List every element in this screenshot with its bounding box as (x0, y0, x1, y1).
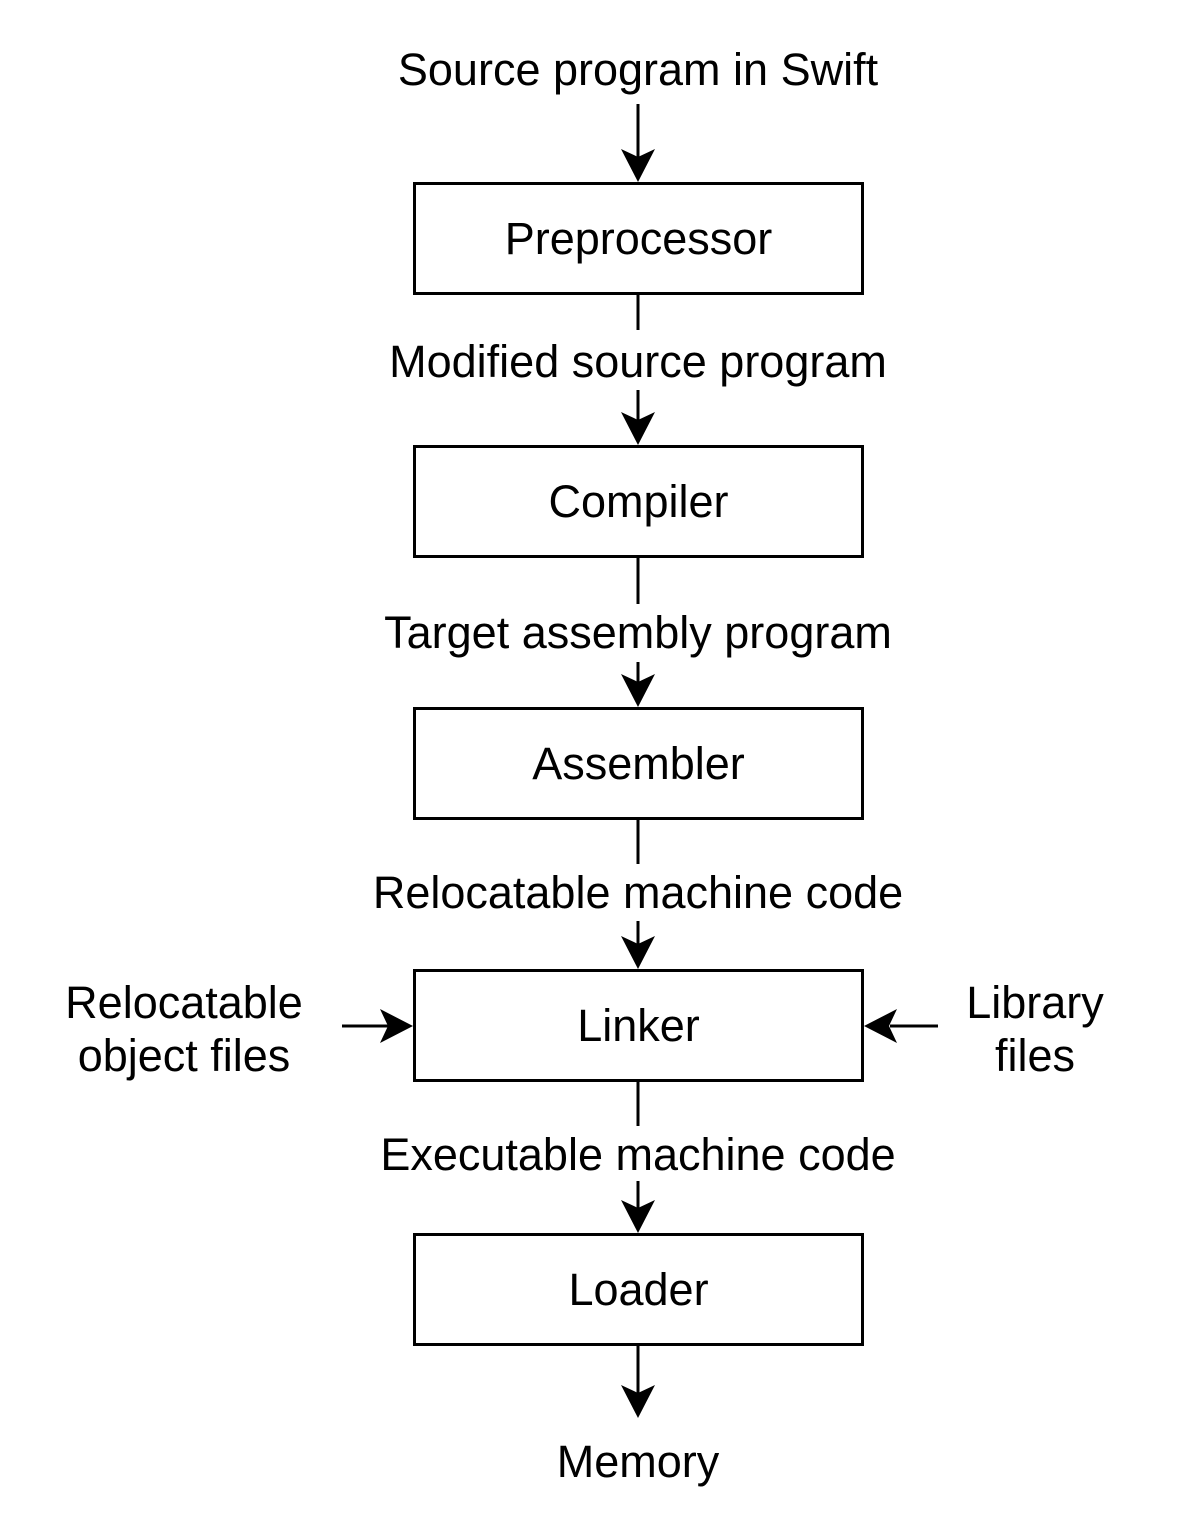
edge-label-target-assembly-program: Target assembly program (384, 607, 892, 658)
arrowhead-down-icon (621, 1200, 655, 1233)
arrow-label-to-loader (621, 1181, 655, 1233)
node-label: Linker (577, 1000, 700, 1051)
arrow-label-to-linker (621, 921, 655, 969)
input-label-line2: files (994, 1030, 1076, 1081)
edge-label-modified-source-program: Modified source program (389, 336, 887, 387)
node-compiler: Compiler (413, 445, 864, 558)
arrow-loader-to-memory (621, 1346, 655, 1418)
node-label: Loader (568, 1264, 709, 1315)
arrow-library-files-to-linker (864, 1009, 938, 1043)
arrowhead-down-icon (621, 1385, 655, 1418)
edge-label-executable-machine-code: Executable machine code (380, 1129, 896, 1180)
arrowhead-down-icon (621, 674, 655, 707)
end-label-memory: Memory (556, 1436, 720, 1487)
arrow-label-to-compiler (621, 390, 655, 445)
arrow-object-files-to-linker (342, 1009, 413, 1043)
arrowhead-down-icon (621, 412, 655, 445)
node-label: Assembler (532, 738, 745, 789)
input-label-line1: Library (966, 977, 1104, 1028)
node-label: Compiler (548, 476, 729, 527)
node-assembler: Assembler (413, 707, 864, 820)
input-label-library-files: Library files (885, 976, 1185, 1082)
input-label-line2: object files (77, 1030, 291, 1081)
arrow-label-to-assembler (621, 662, 655, 707)
edge-label-relocatable-machine-code: Relocatable machine code (372, 867, 904, 918)
node-linker: Linker (413, 969, 864, 1082)
arrowhead-down-icon (621, 936, 655, 969)
arrowhead-down-icon (621, 149, 655, 182)
node-preprocessor: Preprocessor (413, 182, 864, 295)
arrowhead-left-icon (864, 1009, 897, 1043)
input-label-relocatable-object-files: Relocatable object files (34, 976, 334, 1082)
node-loader: Loader (413, 1233, 864, 1346)
arrowhead-right-icon (380, 1009, 413, 1043)
arrow-start-to-preprocessor (621, 104, 655, 182)
node-label: Preprocessor (504, 213, 773, 264)
start-label: Source program in Swift (397, 44, 879, 95)
input-label-line1: Relocatable (65, 977, 303, 1028)
